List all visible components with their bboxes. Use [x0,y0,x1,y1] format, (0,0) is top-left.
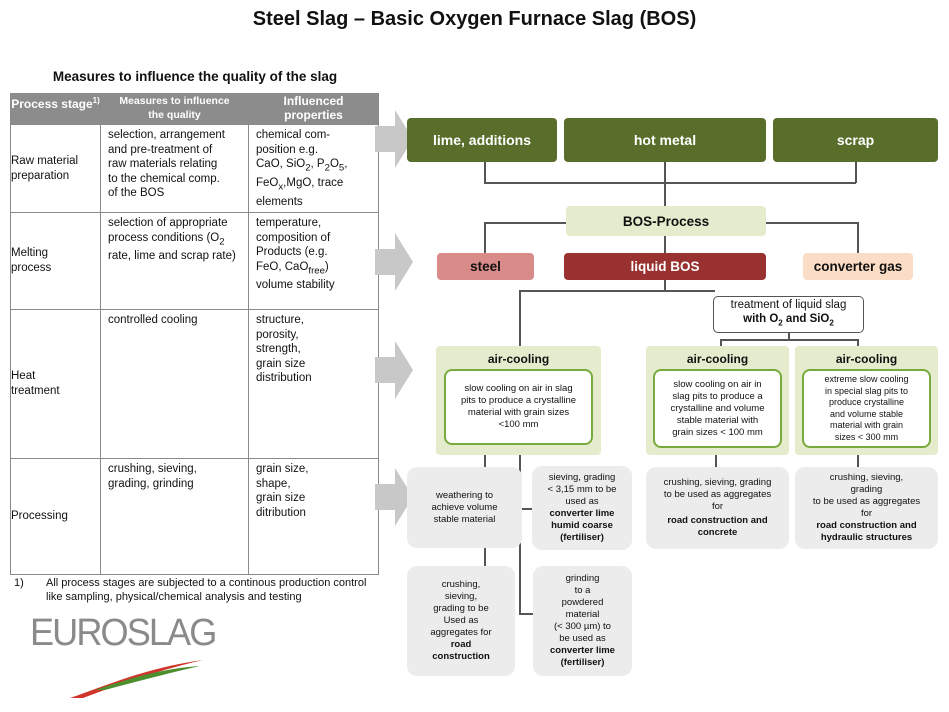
output-steel: steel [437,253,534,280]
air-cooling-title: air-cooling [835,352,898,366]
connector-line [664,162,666,206]
input-scrap: scrap [773,118,938,162]
footnote-text: All process stages are subjected to a co… [46,577,367,603]
arrow-right-icon [375,341,413,399]
connector-line [857,339,859,347]
connector-line [484,162,486,183]
connector-line [766,222,858,224]
connector-line [484,222,486,253]
connector-line [519,290,521,347]
connector-line [484,182,856,184]
connector-line [857,222,859,253]
logo-text: EUROSLAG [30,612,217,654]
logo-swoosh-icon [70,660,203,698]
header-process-stage: Process stage1) [10,93,101,125]
processing-hydraulic-box: crushing, sieving,grading to be used as … [795,467,938,549]
connector-line [720,339,858,341]
input-lime-additions: lime, additions [407,118,557,162]
air-cooling-title: air-cooling [487,352,550,366]
air-cooling-title: air-cooling [686,352,749,366]
properties-melting: temperature, composition of Products (e.… [248,212,379,310]
connector-line [715,454,717,468]
connector-line [484,222,566,224]
measures-heat-treatment: controlled cooling [100,309,249,459]
properties-heat-treatment: structure, porosity, strength, grain siz… [248,309,379,459]
properties-processing: grain size, shape, grain size ditributio… [248,458,379,575]
connector-line [788,332,790,340]
connector-line [664,236,666,254]
connector-line [484,548,486,566]
stage-processing: Processing [10,458,101,575]
page-title: Steel Slag – Basic Oxygen Furnace Slag (… [252,8,697,30]
table-title: Measures to influence the quality of the… [52,69,338,84]
output-converter-gas: converter gas [803,253,913,280]
measures-processing: crushing, sieving, grading, grinding [100,458,249,575]
connector-line [720,339,722,347]
table-row: Processing crushing, sieving, grading, g… [10,458,379,575]
measures-melting: selection of appropriate process conditi… [100,212,249,310]
measures-raw-material: selection, arrangement and pre-treatment… [100,124,249,213]
bos-process-box: BOS-Process [566,206,766,236]
euroslag-logo: EUROSLAG [30,612,217,698]
footnote-marker: 1) [14,577,24,589]
connector-line [519,290,715,292]
treatment-box: treatment of liquid slag with O2 and SiO… [713,296,864,333]
properties-raw-material: chemical com- position e.g. CaO, SiO2, P… [248,124,379,213]
arrow-right-icon [375,233,413,291]
connector-line [857,454,859,468]
connector-line [519,613,533,615]
arrow-right-icon [375,468,413,526]
arrow-right-icon [375,110,413,168]
connector-line [484,454,486,468]
output-liquid-bos: liquid BOS [564,253,766,280]
connector-line [519,508,533,510]
connector-line [664,279,666,291]
connector-line [855,162,857,183]
input-hot-metal: hot metal [564,118,766,162]
